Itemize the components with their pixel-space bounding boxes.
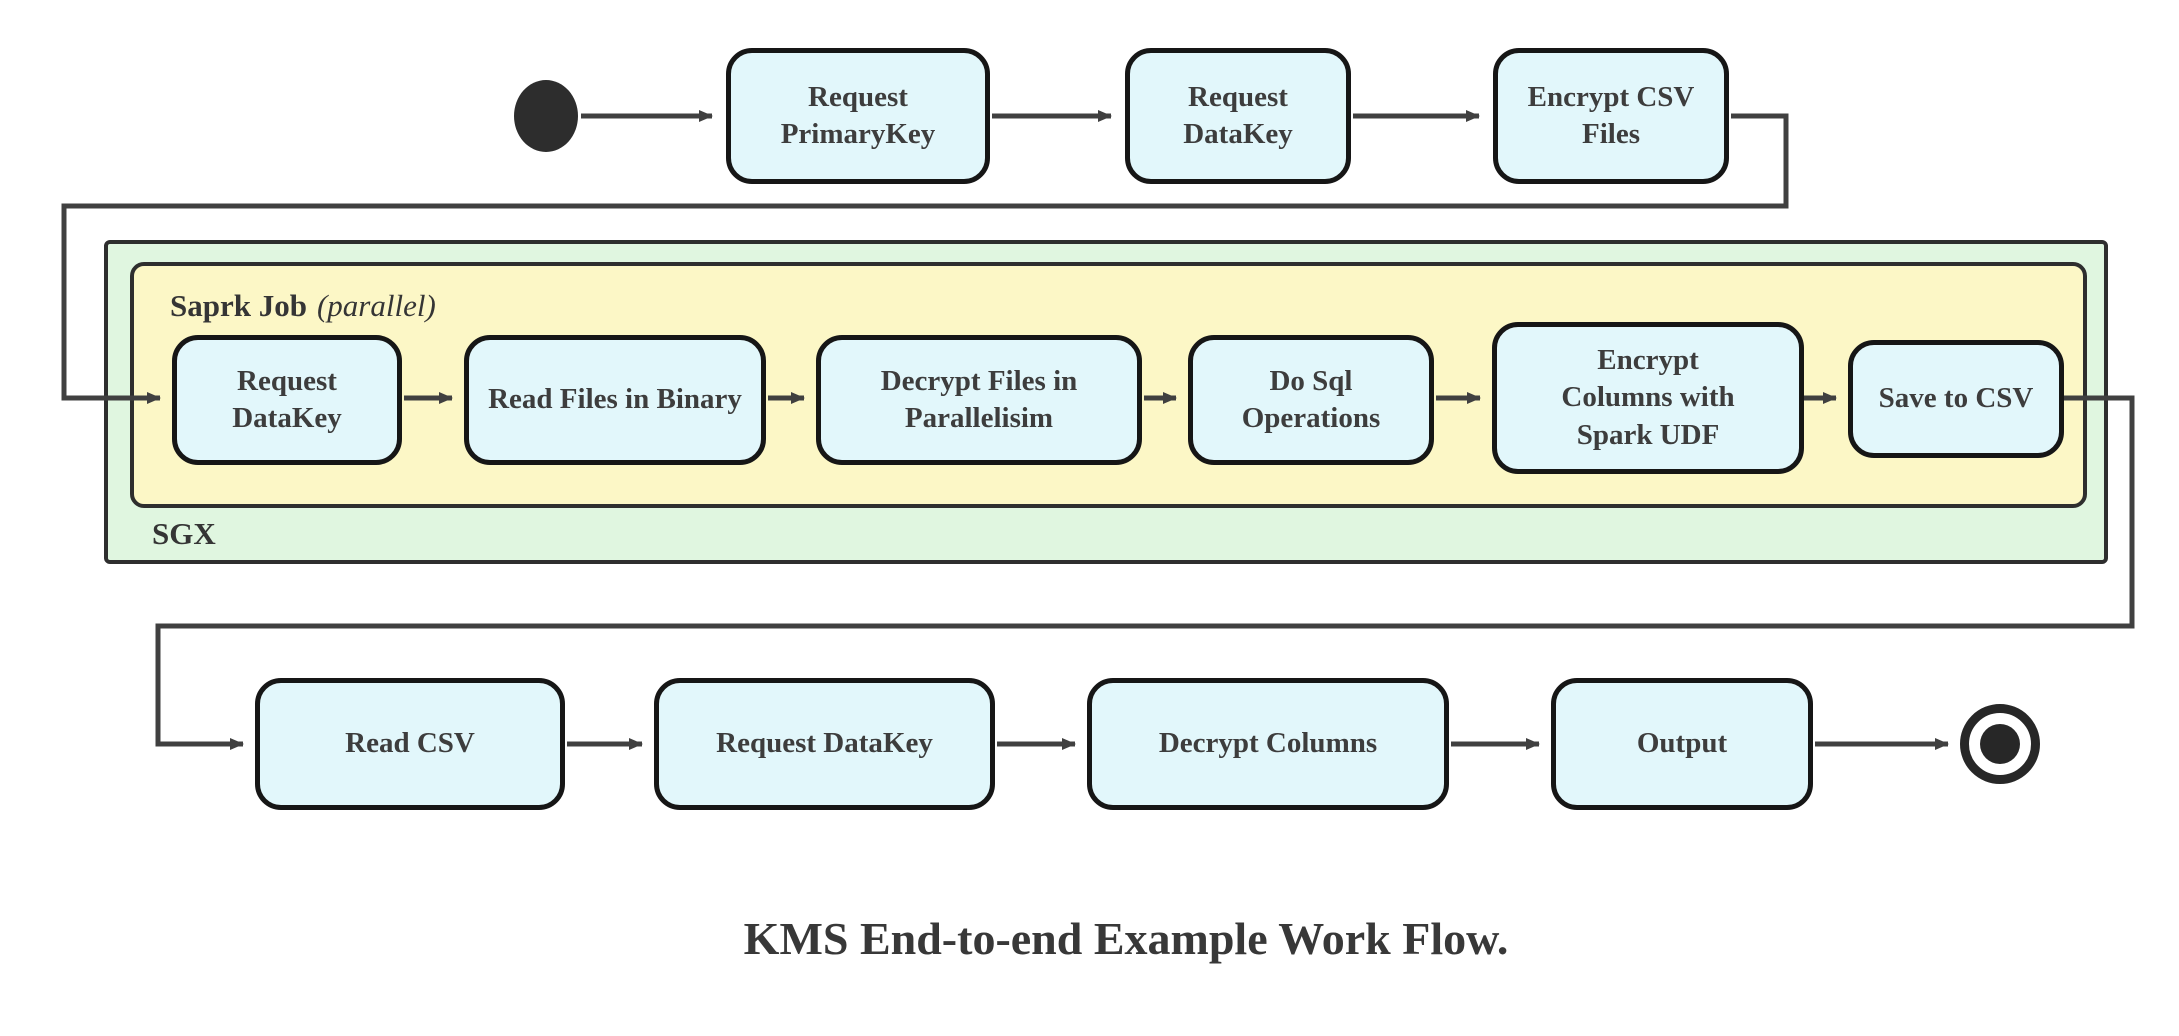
node-save-to-csv: Save to CSV <box>1848 340 2064 458</box>
node-encrypt-columns-with-spark-udf: Encrypt Columns with Spark UDF <box>1492 322 1804 474</box>
node-request-datakey-top: Request DataKey <box>1125 48 1351 184</box>
end-state-inner-dot <box>1980 724 2020 764</box>
start-state-icon <box>514 80 578 152</box>
diagram-caption: KMS End-to-end Example Work Flow. <box>743 913 1509 964</box>
node-do-sql-operations: Do Sql Operations <box>1188 335 1434 465</box>
sgx-container-label: SGX <box>152 516 216 551</box>
spark-job-subtitle: (parallel) <box>316 288 436 323</box>
node-decrypt-columns: Decrypt Columns <box>1087 678 1449 810</box>
arrow-save-csv-to-read-csv <box>155 395 2135 750</box>
arrow-encrypt-csv-to-sgx-request-datakey <box>61 113 1789 404</box>
node-request-primarykey: Request PrimaryKey <box>726 48 990 184</box>
node-read-csv: Read CSV <box>255 678 565 810</box>
node-request-datakey-sgx: Request DataKey <box>172 335 402 465</box>
node-read-files-in-binary: Read Files in Binary <box>464 335 766 465</box>
end-state-icon <box>1960 704 2040 784</box>
node-output: Output <box>1551 678 1813 810</box>
spark-job-title: Saprk Job <box>170 288 307 323</box>
spark-job-container-label: Saprk Job (parallel) <box>170 288 436 324</box>
node-decrypt-files-in-parallelisim: Decrypt Files in Parallelisim <box>816 335 1142 465</box>
node-request-datakey-bottom: Request DataKey <box>654 678 995 810</box>
node-encrypt-csv-files: Encrypt CSV Files <box>1493 48 1729 184</box>
